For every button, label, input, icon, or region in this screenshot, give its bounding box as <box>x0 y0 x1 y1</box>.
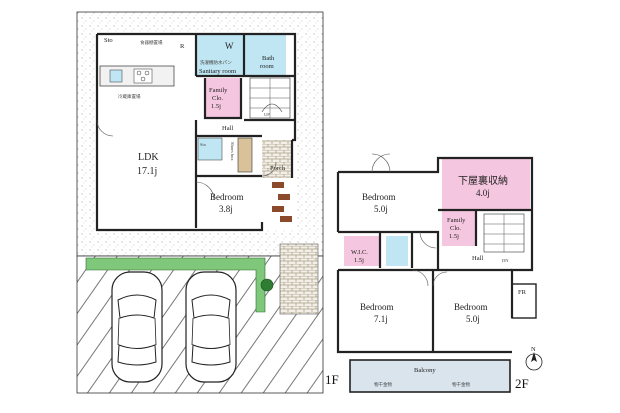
ldk-size: 17.1j <box>137 166 157 177</box>
family-clo-2f-size: 1.5j <box>449 233 459 240</box>
floor-1: Sto 食器棚置場 R W 洗濯機防水パン Sanitary room Bath… <box>76 11 339 394</box>
sanitary-fill <box>196 34 244 76</box>
sink-icon <box>109 69 123 83</box>
tree-icon <box>260 278 274 292</box>
up-label: UP <box>264 112 270 117</box>
attic-storage-name: 下屋裏収納 <box>458 174 508 187</box>
stair-2f <box>483 213 525 253</box>
bedroom-2f-c-name: Bedroom <box>454 302 488 312</box>
hall-1f-label: Hall <box>222 125 233 132</box>
porch-label: Porch <box>270 165 286 172</box>
sto2-label: Sto <box>200 142 207 147</box>
bedroom-2f-c-size: 5.0j <box>466 314 480 324</box>
balcony-note-2: 物干金物 <box>452 381 470 388</box>
attic-storage-size: 4.0j <box>476 188 490 198</box>
toilet-1f <box>197 137 223 161</box>
bath-label-line2: room <box>260 63 274 70</box>
north-compass-icon: N <box>525 346 543 371</box>
family-clo-2f-fill <box>442 210 476 246</box>
bedroom-2f-b-name: Bedroom <box>360 302 394 312</box>
compass-north-label: N <box>531 346 536 353</box>
floor-2: Bedroom 5.0j 下屋裏収納 4.0j Family Clo. 1.5j… <box>336 153 543 393</box>
stove-icon <box>133 68 153 84</box>
door-swings-1f <box>96 119 277 201</box>
balcony-note-1: 物干金物 <box>374 381 392 388</box>
attic-storage-fill <box>442 158 530 210</box>
dn-label: DN <box>502 258 509 263</box>
door-swings-2f <box>371 153 448 287</box>
wash-note: 洗濯機防水パン <box>200 59 232 66</box>
sto-label: Sto <box>104 37 113 44</box>
r-mark: R <box>180 43 185 50</box>
car-icon-left <box>111 271 163 383</box>
hall-floor <box>262 140 292 178</box>
bedroom-1f-size: 3.8j <box>219 204 233 214</box>
bath-fill <box>244 34 286 76</box>
family-clo-1f-line1: Family <box>209 87 228 94</box>
family-clo-2f-line1: Family <box>447 217 466 224</box>
floor-2-label: 2F <box>515 376 529 391</box>
balcony-label: Balcony <box>414 367 436 374</box>
w-mark: W <box>225 41 234 51</box>
walls-1f <box>95 32 297 232</box>
walls-2f <box>336 156 534 354</box>
shoes-box-label: Shoes box <box>230 142 235 161</box>
green-strip <box>85 257 266 313</box>
family-clo-1f-size: 1.5j <box>211 103 221 110</box>
family-clo-2f-line2: Clo. <box>450 225 461 232</box>
balcony <box>349 359 511 393</box>
family-clo-1f-fill <box>205 78 241 118</box>
kitchen-note: 冷蔵庫置場 <box>118 93 141 100</box>
car-icon-right <box>185 271 237 383</box>
stair-1f <box>249 77 291 119</box>
storage-closet-label: 食器棚置場 <box>140 39 163 46</box>
bath-label-line1: Bath <box>262 55 275 62</box>
bedroom-2f-a-name: Bedroom <box>362 192 396 202</box>
family-clo-1f-line2: Clo. <box>212 95 223 102</box>
bedroom-2f-a-size: 5.0j <box>374 204 388 214</box>
wic-size: 1.5j <box>354 257 364 264</box>
fr-label: FR <box>518 289 527 296</box>
approach-pavers <box>279 243 319 315</box>
toilet-2f-fill <box>386 236 408 266</box>
shoes-box <box>237 137 253 173</box>
ldk-name: LDK <box>138 152 159 163</box>
sanitary-label: Sanitary room <box>199 68 236 75</box>
wic-name: W.I.C. <box>351 249 368 256</box>
floor-1-label: 1F <box>325 372 339 387</box>
bedroom-1f-name: Bedroom <box>210 192 244 202</box>
fr-box <box>511 283 537 319</box>
porch-steps <box>272 182 292 222</box>
bedroom-2f-b-size: 7.1j <box>374 314 388 324</box>
hall-2f-label: Hall <box>472 255 483 262</box>
wic-fill <box>344 236 380 266</box>
